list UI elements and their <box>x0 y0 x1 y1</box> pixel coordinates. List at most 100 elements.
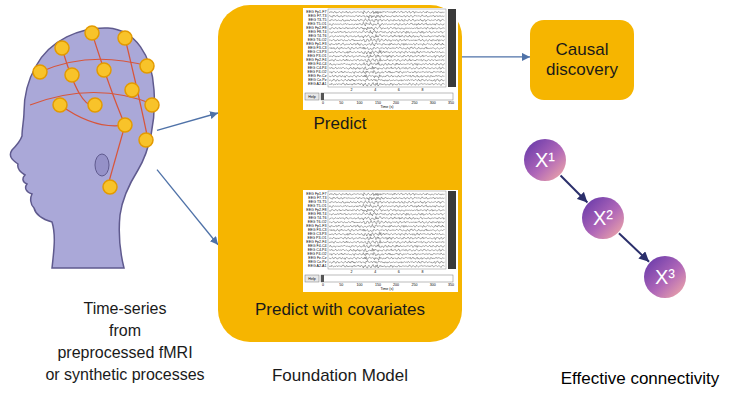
channel-name: EEG A2-A1 <box>308 82 326 86</box>
channel-name: EEG Fz-Cz <box>308 256 326 260</box>
predict-panel: Predict <box>218 8 462 158</box>
channel-name: EEG C3-P3 <box>308 50 327 54</box>
electrodes <box>33 26 159 194</box>
tick-label: 2 <box>351 270 353 274</box>
eeg-trace <box>329 15 445 18</box>
variable-node: X¹ <box>523 138 567 182</box>
node-circle-shape <box>582 197 624 239</box>
tick-label: 8 <box>421 88 423 92</box>
tick-label: 250 <box>411 283 417 287</box>
channel-name: EEG Fp2-F4 <box>306 240 326 244</box>
tick-label: 8 <box>421 270 423 274</box>
channel-name: EEG T3-T5 <box>308 200 326 204</box>
eeg-trace <box>329 224 445 228</box>
tick-label: 4 <box>374 270 376 274</box>
channel-name: EEG F8-T4 <box>308 212 326 216</box>
tick-label: 100 <box>357 283 363 287</box>
eeg-trace <box>329 26 445 30</box>
eeg-trace <box>329 11 445 14</box>
channel-name: EEG Fp2-F8 <box>306 208 326 212</box>
eeg-trace <box>329 260 445 263</box>
channel-name: EEG F3-C3 <box>308 228 327 232</box>
channel-name: EEG Fp2-F4 <box>306 58 326 62</box>
channel-name: EEG P4-O2 <box>308 70 327 74</box>
connector-arrow <box>462 56 530 57</box>
caption: Effective connectivity <box>561 369 719 389</box>
tick-label: 300 <box>430 101 436 105</box>
channel-name: EEG C4-P4 <box>308 248 327 252</box>
channel-name: EEG Fp1-F7 <box>306 10 326 14</box>
eeg-trace <box>329 62 445 66</box>
channel-name: EEG T4-T6 <box>308 34 326 38</box>
channel-name: EEG F4-C4 <box>308 62 327 66</box>
tick-label: 0 <box>322 283 324 287</box>
tick-label: 50 <box>339 283 343 287</box>
process-box: Causal discovery <box>530 20 634 100</box>
eeg-trace <box>329 19 445 22</box>
node-circle-shape <box>524 139 566 181</box>
button-label: Help <box>308 277 315 281</box>
tick-label: 150 <box>375 101 381 105</box>
eeg-trace <box>329 216 445 220</box>
head-shape <box>10 28 154 268</box>
eeg-trace <box>329 42 445 46</box>
connector-arrow <box>157 113 218 130</box>
channel-name: EEG T6-O2 <box>308 38 327 42</box>
tick-label: 200 <box>393 101 399 105</box>
input-caption: Time-series from preprocessed fMRI or sy… <box>40 298 210 386</box>
node-label: Causal discovery <box>530 40 634 81</box>
variable-node: X³ <box>643 255 687 299</box>
eeg-trace <box>329 47 445 50</box>
tick-label: 4 <box>374 88 376 92</box>
channel-name: EEG P4-O2 <box>308 252 327 256</box>
eeg-trace <box>329 236 445 239</box>
variable-node: X² <box>581 196 625 240</box>
tick-label: 200 <box>393 283 399 287</box>
eeg-trace <box>329 244 445 248</box>
channel-name: EEG Fp1-F3 <box>306 224 326 228</box>
tick-label: 6 <box>398 88 400 92</box>
button-label: Help <box>308 95 315 99</box>
tick-label: 100 <box>357 101 363 105</box>
channel-name: EEG F8-T4 <box>308 30 326 34</box>
variable-label: X² <box>593 207 613 230</box>
channel-name: EEG Fp1-F3 <box>306 42 326 46</box>
variable-label: X¹ <box>535 149 555 172</box>
tick-label: 0 <box>322 101 324 105</box>
channel-name: EEG F7-T3 <box>308 14 326 18</box>
eeg-trace <box>329 220 445 223</box>
channel-name: EEG Cz-Pz <box>308 260 326 264</box>
eeg-trace <box>329 30 445 33</box>
tick-label: 350 <box>448 101 454 105</box>
channel-name: EEG P3-O1 <box>308 54 327 58</box>
channel-name: EEG P3-O1 <box>308 236 327 240</box>
tick-label: 2 <box>351 88 353 92</box>
channel-name: EEG T6-O2 <box>308 220 327 224</box>
tick-label: 350 <box>448 283 454 287</box>
channel-name: EEG C4-P4 <box>308 66 327 70</box>
input-node: Time-series from preprocessed fMRI or sy… <box>5 25 157 270</box>
eeg-trace <box>329 193 445 196</box>
tick-label: 250 <box>411 101 417 105</box>
eeg-trace <box>329 78 445 81</box>
cap-wires <box>30 33 155 185</box>
eeg-trace <box>329 229 445 232</box>
node-label: Foundation Model <box>218 366 462 386</box>
channel-name: EEG F7-T3 <box>308 196 326 200</box>
eeg-trace <box>329 75 445 78</box>
eeg-trace <box>329 38 445 41</box>
eeg-trace <box>329 252 445 255</box>
variable-label: X³ <box>655 266 675 289</box>
eeg-trace <box>329 232 445 236</box>
eeg-trace <box>329 66 445 69</box>
channel-name: EEG T3-T5 <box>308 18 326 22</box>
node-label: Predict <box>218 114 462 134</box>
channel-name: EEG Fz-Cz <box>308 74 326 78</box>
connector-arrow <box>561 176 588 203</box>
channel-name: EEG A2-A1 <box>308 264 326 268</box>
eeg-trace <box>329 34 445 38</box>
channel-name: EEG F4-C4 <box>308 244 327 248</box>
channel-name: EEG T5-O1 <box>308 204 327 208</box>
ear <box>95 154 109 176</box>
tick-label: 6 <box>398 270 400 274</box>
